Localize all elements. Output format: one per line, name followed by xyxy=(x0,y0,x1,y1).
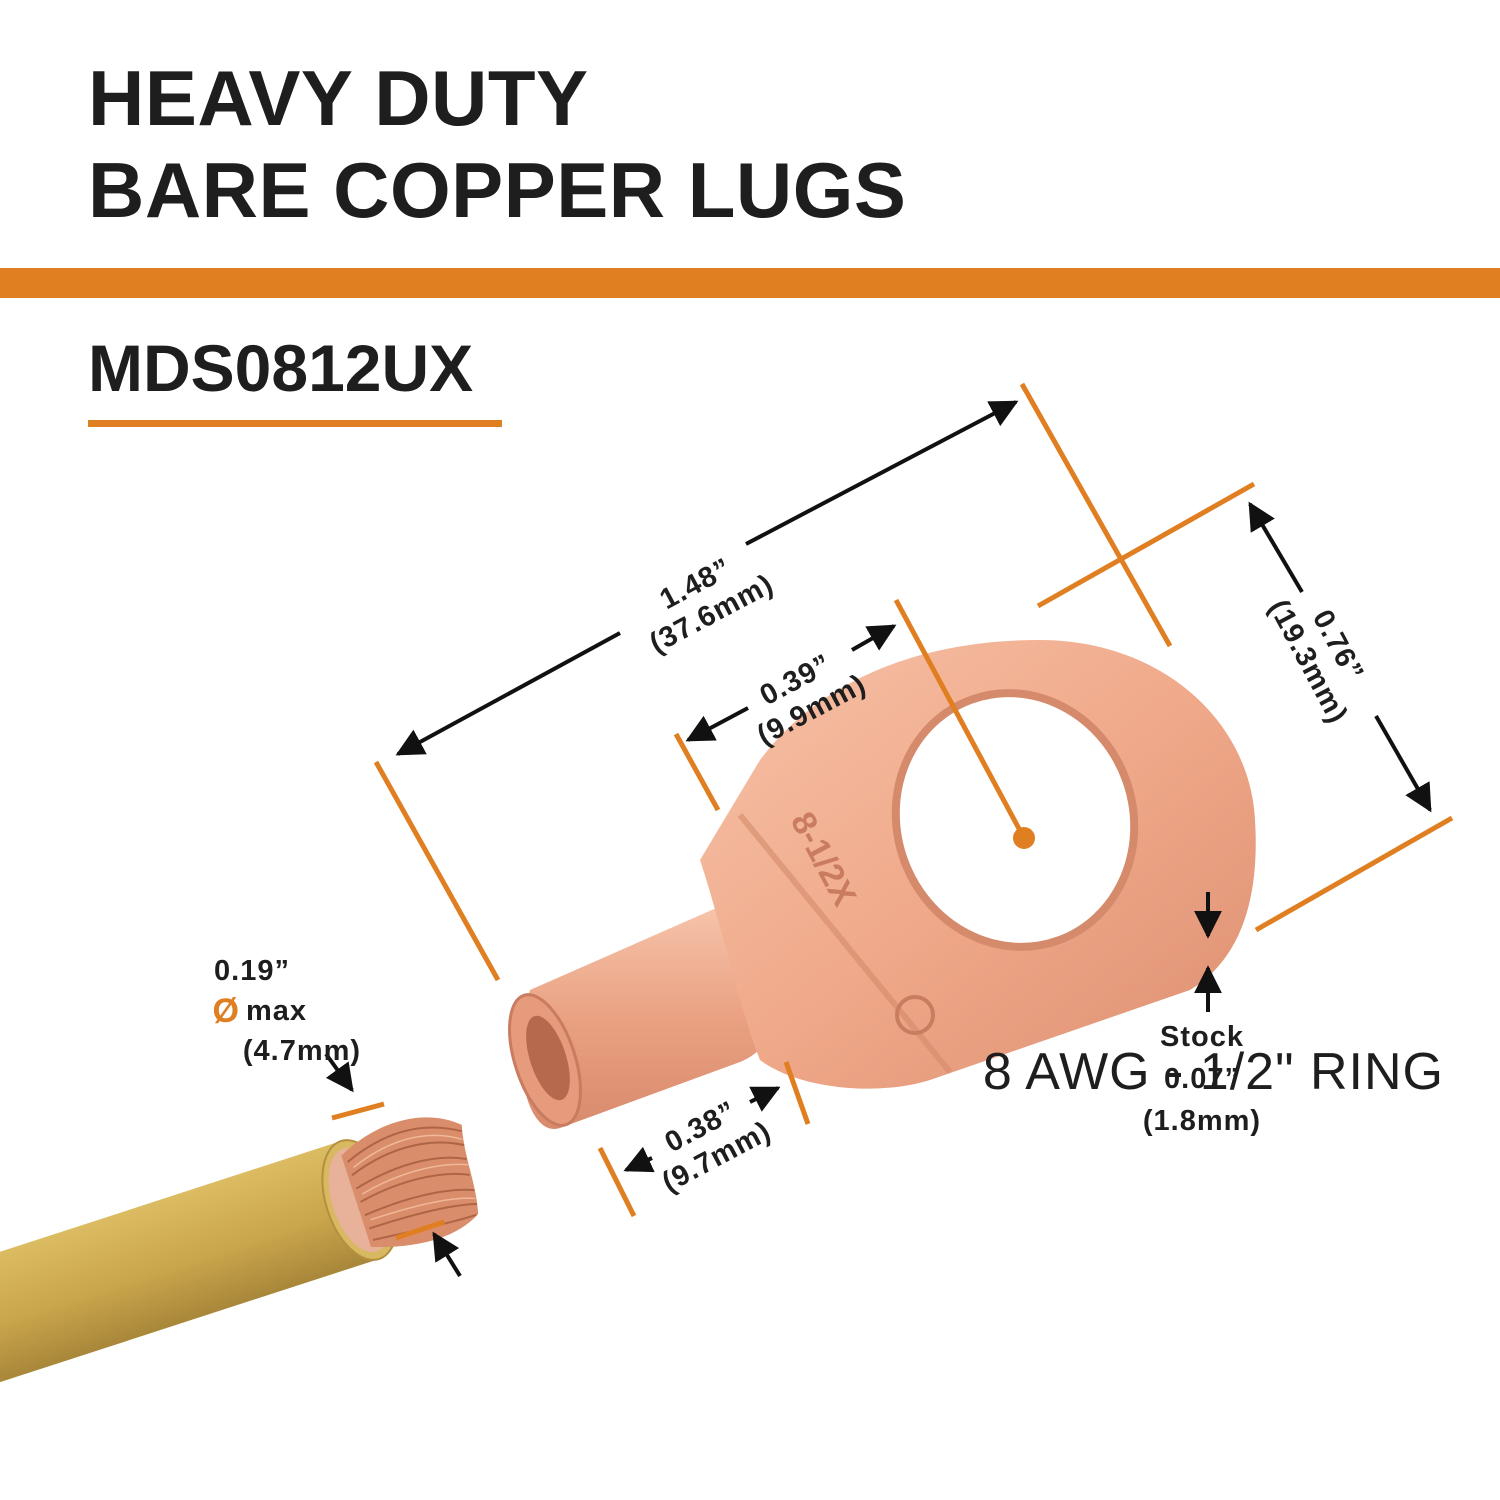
wire-diameter-metric: (4.7mm) xyxy=(243,1035,361,1067)
arrow-barrel-left xyxy=(623,1146,655,1173)
ext-line-barrel-start xyxy=(597,1146,637,1218)
arrow-ring-top xyxy=(1248,501,1304,594)
ext-line-wire-bottom xyxy=(395,1219,445,1241)
arrow-hole-right xyxy=(851,624,897,652)
arrow-barrel-right xyxy=(749,1086,781,1112)
arrow-wire-bottom xyxy=(432,1231,462,1278)
diameter-symbol-icon: Ø xyxy=(213,992,240,1030)
lug-barrel xyxy=(521,899,787,1129)
wire-strands xyxy=(341,1117,479,1248)
ext-line-left xyxy=(373,760,501,982)
dimension-arrows xyxy=(324,400,1432,1278)
title-line-1: HEAVY DUTY xyxy=(88,54,589,142)
copper-lug: 8-1/2X xyxy=(508,640,1256,1129)
label-barrel-length: 0.38” (9.7mm) xyxy=(657,1095,776,1199)
arrow-wire-top xyxy=(324,1052,354,1093)
arrow-length-right xyxy=(745,400,1019,546)
arrow-hole-left xyxy=(685,706,749,742)
ext-line-top xyxy=(1019,382,1173,648)
copper-wire xyxy=(0,1117,479,1389)
wire-insulation xyxy=(0,1141,380,1389)
ext-line-ring-bottom xyxy=(1254,815,1454,933)
ext-line-center xyxy=(893,598,1027,840)
label-stock: Stock 0.07” (1.8mm) xyxy=(1143,1021,1261,1137)
extension-lines xyxy=(331,382,1454,1241)
title-line-2: BARE COPPER LUGS xyxy=(88,146,907,234)
accent-band xyxy=(0,268,1500,298)
stock-imperial: 0.07” xyxy=(1164,1063,1240,1095)
ext-line-tongue xyxy=(673,732,721,812)
model-underline xyxy=(88,420,502,427)
label-ring-width: 0.76” (19.3mm) xyxy=(1262,594,1370,729)
arrow-length-left xyxy=(395,631,621,756)
ext-line-barrel-end xyxy=(783,1061,811,1125)
stock-label: Stock xyxy=(1160,1021,1244,1053)
label-overall-length: 1.48” (37.6mm) xyxy=(644,552,779,660)
arrow-ring-bottom xyxy=(1374,715,1432,813)
barrel-hole-icon xyxy=(526,1015,570,1101)
label-wire-diameter: 0.19” Ø max (4.7mm) xyxy=(213,955,361,1067)
spec-footer: 8 AWG - 1/2" RING xyxy=(982,1043,1444,1101)
model-number: MDS0812UX xyxy=(88,331,474,405)
wire-diameter-imperial: 0.19” xyxy=(214,955,290,987)
ext-line-ring-top xyxy=(1036,481,1256,609)
stock-metric: (1.8mm) xyxy=(1143,1105,1261,1137)
ul-mark-icon xyxy=(895,995,935,1035)
product-title: HEAVY DUTY BARE COPPER LUGS xyxy=(88,52,906,236)
wire-diameter-max: max xyxy=(246,995,307,1027)
hole-center-dot xyxy=(1013,827,1035,849)
ext-line-wire-top xyxy=(331,1101,385,1121)
